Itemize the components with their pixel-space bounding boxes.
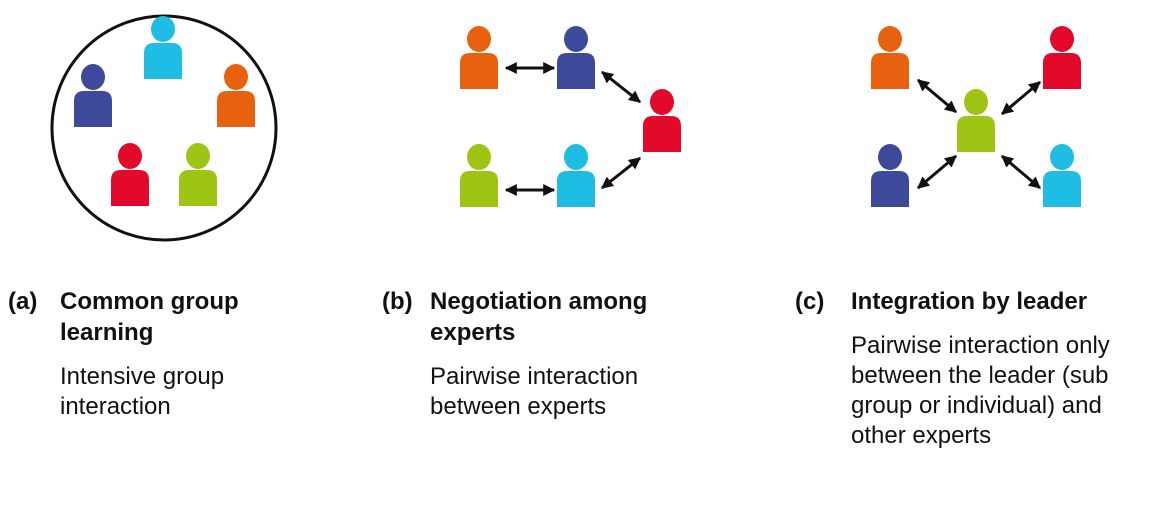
panel-a-graphic (50, 14, 278, 242)
double-arrow (601, 156, 641, 190)
double-arrow (1001, 80, 1041, 116)
panel-b-letter: (b) (382, 288, 413, 315)
person-cyan-icon (557, 144, 595, 207)
diagram-canvas (50, 14, 1081, 242)
person-cyan-icon (144, 16, 182, 79)
person-navy-icon (74, 64, 112, 127)
person-orange-icon (217, 64, 255, 127)
panel-c-people (871, 26, 1081, 207)
panel-c-text: (c) Integration by leader Pairwise inter… (795, 286, 1158, 451)
person-cyan-icon (1043, 144, 1081, 207)
panel-a-text: (a) Common group learning Intensive grou… (8, 286, 300, 422)
panel-c-graphic (871, 26, 1081, 207)
panel-b-title: Negotiation among experts (430, 288, 648, 346)
person-red-icon (111, 143, 149, 206)
panel-b-arrows (504, 62, 641, 196)
panel-c-description: Pairwise interaction only between the le… (851, 332, 1110, 449)
panel-a-description: Intensive group interaction (60, 363, 225, 420)
panel-c-letter: (c) (795, 288, 825, 315)
person-navy-icon (557, 26, 595, 89)
double-arrow (601, 70, 641, 104)
panel-b-description: Pairwise interaction between experts (430, 363, 639, 420)
panel-b-text: (b) Negotiation among experts Pairwise i… (382, 286, 730, 422)
panel-b-graphic (460, 26, 681, 207)
panel-a-people (74, 16, 255, 206)
panel-a-letter: (a) (8, 288, 38, 315)
person-orange-icon (871, 26, 909, 89)
group-circle (50, 14, 278, 242)
person-red-icon (1043, 26, 1081, 89)
panel-c-arrows (917, 78, 1041, 190)
person-green-icon (957, 89, 995, 152)
person-green-icon (460, 144, 498, 207)
person-green-icon (179, 143, 217, 206)
person-orange-icon (460, 26, 498, 89)
panel-c-title: Integration by leader (851, 288, 1088, 315)
person-red-icon (643, 89, 681, 152)
double-arrow (917, 154, 957, 190)
panel-a-title: Common group learning (60, 288, 239, 346)
double-arrow (1001, 154, 1041, 190)
double-arrow (917, 78, 957, 114)
person-navy-icon (871, 144, 909, 207)
panel-b-people (460, 26, 681, 207)
